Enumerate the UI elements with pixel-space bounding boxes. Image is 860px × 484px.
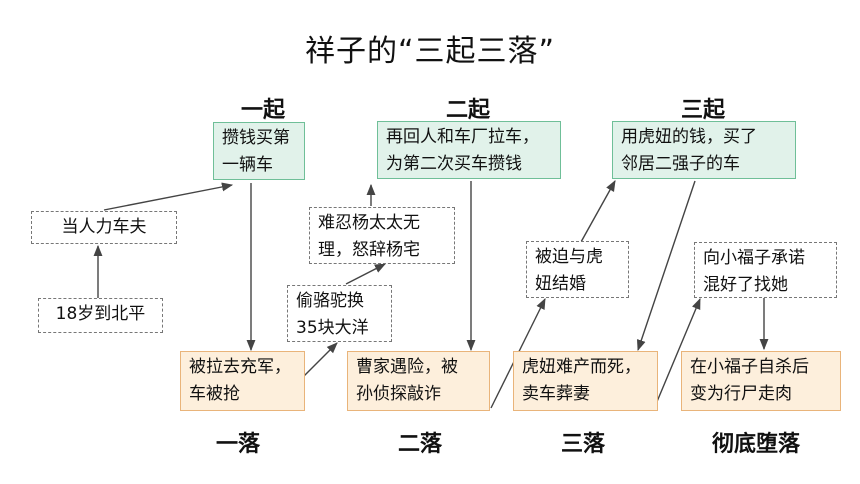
heading-fall-1: 一落: [215, 432, 260, 457]
box-line: 再回人和车厂拉车，: [386, 127, 539, 147]
forced-marriage-box: 被迫与虎 妞结婚: [526, 241, 629, 298]
start-rickshaw-puller-box: 当人力车夫: [31, 211, 177, 244]
heading-rise-2: 二起: [445, 98, 490, 123]
box-line: 变为行尸走肉: [690, 384, 792, 404]
arrow-fall1-to-stealcamels: [301, 342, 338, 379]
heading-fall-4: 彻底堕落: [711, 432, 800, 457]
box-line: 攒钱买第: [222, 128, 290, 148]
box-line: 偷骆驼换: [296, 291, 364, 311]
box-line: 35块大洋: [296, 318, 369, 338]
box-line: 曹家遇险，被: [356, 357, 458, 377]
rise-2-box: 再回人和车厂拉车， 为第二次买车攒钱: [377, 121, 561, 179]
box-line: 为第二次买车攒钱: [386, 154, 522, 174]
heading-fall-3: 三落: [560, 432, 605, 457]
box-line: 被迫与虎: [535, 247, 603, 267]
trade-camels-box: 偷骆驼换 35块大洋: [287, 285, 392, 342]
heading-rise-3: 三起: [680, 98, 725, 123]
box-line: 卖车葬妻: [522, 384, 590, 404]
fall-2-box: 曹家遇险，被 孙侦探敲诈: [347, 351, 490, 411]
heading-rise-1: 一起: [240, 98, 285, 123]
box-line: 一辆车: [222, 155, 273, 175]
box-line: 被拉去充军，: [189, 357, 291, 377]
fall-3-box: 虎妞难产而死， 卖车葬妻: [513, 351, 658, 411]
arrow-start-to-rise1: [103, 182, 234, 211]
arrive-beiping-box: 18岁到北平: [38, 298, 163, 333]
box-line: 在小福子自杀后: [690, 357, 809, 377]
rise-1-box: 攒钱买第 一辆车: [213, 122, 305, 180]
box-line: 虎妞难产而死，: [522, 357, 641, 377]
arrow-rise3-to-fall3: [636, 180, 696, 352]
fall-4-box: 在小福子自杀后 变为行尸走肉: [681, 351, 841, 411]
box-line: 孙侦探敲诈: [356, 384, 441, 404]
diagram-title: 祥子的“三起三落”: [304, 34, 556, 69]
box-line: 混好了找她: [703, 275, 788, 295]
box-line: 18岁到北平: [55, 304, 146, 324]
heading-fall-2: 二落: [397, 432, 442, 457]
arrow-stealcamels-to-quityang: [345, 263, 386, 285]
box-line: 向小福子承诺: [703, 248, 805, 268]
quit-yang-house-box: 难忍杨太太无 理，怒辞杨宅: [309, 207, 455, 264]
box-line: 妞结婚: [535, 274, 586, 294]
box-line: 理，怒辞杨宅: [318, 240, 420, 260]
arrow-marry-to-rise3: [580, 180, 616, 243]
box-line: 邻居二强子的车: [621, 154, 740, 174]
promise-xiaofuzi-box: 向小福子承诺 混好了找她: [694, 242, 837, 298]
rise-3-box: 用虎妞的钱，买了 邻居二强子的车: [612, 121, 796, 179]
arrow-fall3-to-promise: [655, 297, 701, 405]
box-line: 车被抢: [189, 384, 240, 404]
box-line: 难忍杨太太无: [318, 213, 420, 233]
box-line: 用虎妞的钱，买了: [621, 127, 757, 147]
fall-1-box: 被拉去充军， 车被抢: [180, 351, 305, 411]
box-line: 当人力车夫: [61, 217, 147, 237]
